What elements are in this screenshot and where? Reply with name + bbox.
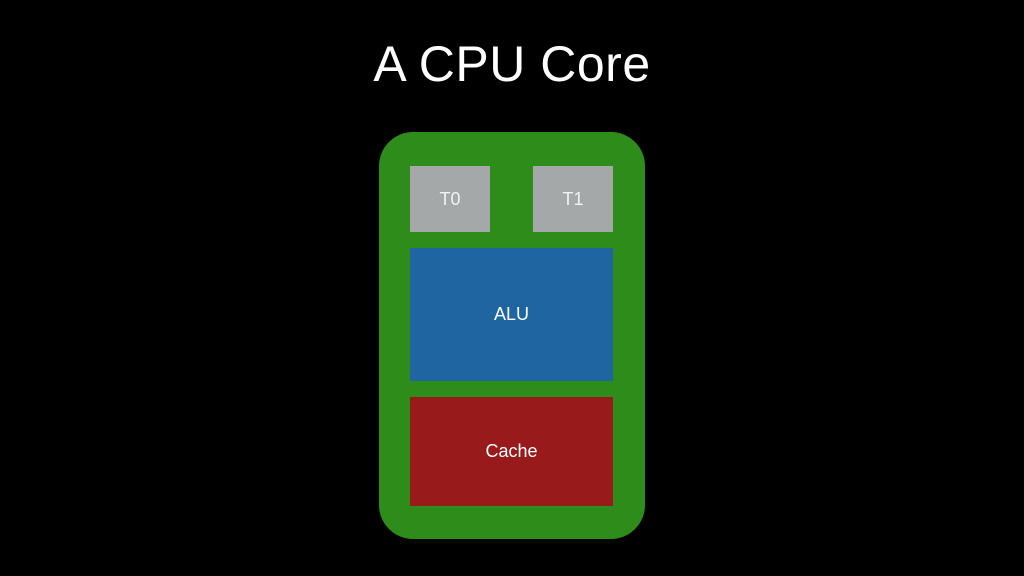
alu-label: ALU (493, 304, 529, 324)
thread-t1-block: T1 (533, 166, 613, 232)
slide-title: A CPU Core (373, 36, 651, 92)
alu-block: ALU (410, 248, 613, 381)
thread-t0-label: T0 (439, 188, 461, 209)
cache-block: Cache (410, 397, 613, 506)
thread-t1-label: T1 (562, 188, 584, 209)
thread-t0-block: T0 (410, 166, 490, 232)
cache-label: Cache (485, 441, 538, 461)
